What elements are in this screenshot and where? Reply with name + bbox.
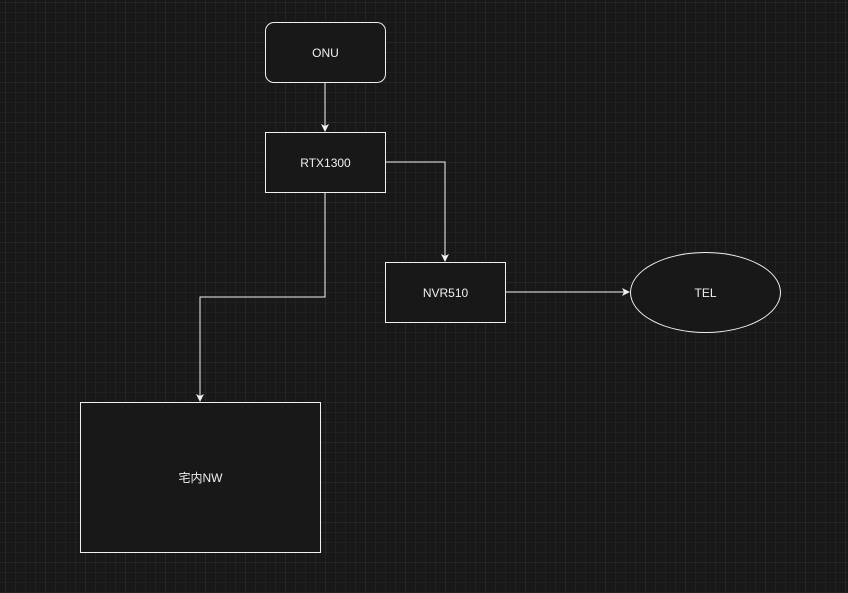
node-nvr510-label: NVR510 [422,285,469,300]
node-onu[interactable]: ONU [265,22,386,83]
node-rtx1300-label: RTX1300 [300,155,351,170]
node-home-nw[interactable]: 宅内NW [80,402,321,553]
node-tel-label: TEL [694,285,717,300]
node-tel[interactable]: TEL [630,252,781,333]
node-onu-label: ONU [312,45,339,60]
edge-rtx1300-nvr510[interactable] [385,161,449,262]
edge-rtx1300-home-nw[interactable] [196,192,326,402]
node-rtx1300[interactable]: RTX1300 [265,132,386,193]
node-home-nw-label: 宅内NW [178,471,223,485]
node-nvr510[interactable]: NVR510 [385,262,506,323]
